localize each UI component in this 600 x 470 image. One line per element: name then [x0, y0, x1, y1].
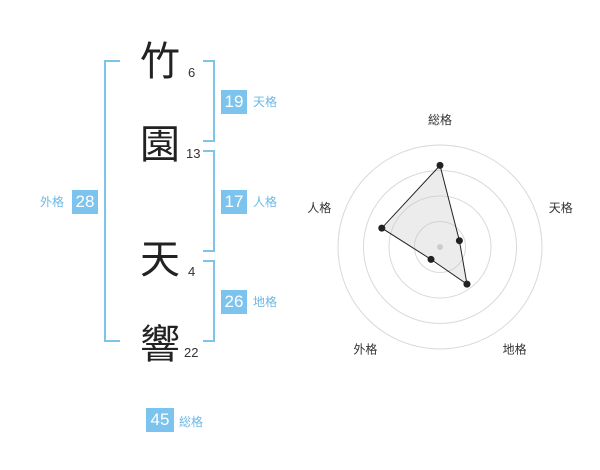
- radar-axis-label-4: 人格: [307, 200, 331, 215]
- chikaku-bracket: [203, 260, 215, 342]
- radar-axis-label-2: 地格: [503, 342, 527, 357]
- stroke-count-3: 4: [188, 264, 196, 279]
- stroke-count-4: 22: [184, 345, 199, 360]
- radar-point-3: [427, 255, 435, 263]
- radar-ring-1: [414, 221, 466, 273]
- tenkaku-value: 19: [221, 90, 247, 114]
- stroke-count-1: 6: [188, 65, 196, 80]
- jinkaku-value: 17: [221, 190, 247, 214]
- name-char-1: 竹: [140, 39, 180, 85]
- soukaku-value: 45: [146, 408, 174, 432]
- chikaku-value: 26: [221, 290, 247, 314]
- soukaku-label: 総格: [179, 415, 204, 429]
- tenkaku-label: 天格: [253, 95, 278, 109]
- radar-axis-label-3: 外格: [353, 342, 377, 357]
- name-char-4: 響: [140, 322, 180, 368]
- gaikaku-label: 外格: [40, 195, 65, 209]
- radar-axis-label-1: 天格: [549, 200, 573, 215]
- chikaku-label: 地格: [253, 295, 278, 309]
- radar-axis-label-0: 総格: [428, 112, 452, 127]
- jinkaku-bracket: [203, 150, 215, 252]
- gaikaku-value: 28: [72, 190, 98, 214]
- name-char-3: 天: [140, 237, 180, 283]
- radar-ring-4: [337, 144, 543, 350]
- radar-ring-2: [388, 195, 492, 299]
- gaikaku-bracket: [104, 60, 120, 342]
- radar-area: [381, 164, 468, 286]
- radar-center: [437, 244, 443, 250]
- radar-point-4: [378, 224, 386, 232]
- stroke-count-2: 13: [186, 146, 201, 161]
- tenkaku-bracket: [203, 60, 215, 142]
- name-char-2: 園: [140, 122, 180, 168]
- jinkaku-label: 人格: [253, 195, 278, 209]
- radar-point-1: [455, 237, 463, 245]
- radar-point-2: [463, 280, 471, 288]
- radar-point-0: [436, 161, 444, 169]
- radar-ring-3: [363, 170, 517, 324]
